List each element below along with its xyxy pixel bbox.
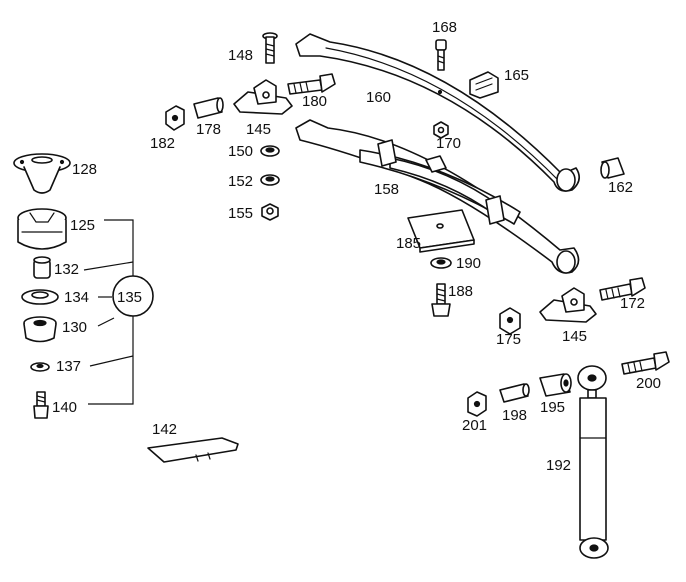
label-142: 142 — [152, 421, 177, 438]
label-155: 155 — [228, 205, 253, 222]
label-170: 170 — [436, 135, 461, 152]
part-168-bolt — [435, 39, 447, 71]
label-152: 152 — [228, 173, 253, 190]
label-195: 195 — [540, 399, 565, 416]
label-162: 162 — [608, 179, 633, 196]
part-labels: 128 125 132 134 135 130 137 140 142 148 … — [52, 19, 661, 474]
part-150-washer — [260, 145, 280, 157]
part-185-plate — [407, 209, 475, 253]
label-190: 190 — [456, 255, 481, 272]
part-132-sleeve — [33, 256, 51, 279]
label-128: 128 — [72, 161, 97, 178]
label-188: 188 — [448, 283, 473, 300]
part-175-nut — [499, 307, 521, 335]
label-201: 201 — [462, 417, 487, 434]
label-145b: 145 — [562, 328, 587, 345]
label-175: 175 — [496, 331, 521, 348]
label-135: 135 — [117, 289, 142, 306]
part-192-shock-absorber — [577, 365, 609, 559]
group-135-bracket — [83, 219, 154, 405]
part-178-sleeve — [193, 97, 224, 119]
label-168: 168 — [432, 19, 457, 36]
label-140: 140 — [52, 399, 77, 416]
label-180: 180 — [302, 93, 327, 110]
part-188-bolt — [431, 283, 451, 317]
label-192: 192 — [546, 457, 571, 474]
part-152-lock-washer — [260, 174, 280, 186]
part-142-cover — [147, 437, 239, 463]
label-148: 148 — [228, 47, 253, 64]
part-165-clip — [469, 71, 499, 99]
part-172-bolt — [599, 277, 646, 301]
part-155-nut — [261, 203, 279, 221]
label-158: 158 — [374, 181, 399, 198]
label-198: 198 — [502, 407, 527, 424]
part-160-upper-leaf-spring — [295, 33, 580, 192]
label-137: 137 — [56, 358, 81, 375]
label-182: 182 — [150, 135, 175, 152]
part-182-nut — [165, 105, 185, 131]
part-137-nut — [30, 362, 50, 372]
part-130-bush — [23, 316, 57, 343]
part-158-lower-leaf-spring — [295, 119, 580, 274]
part-201-nut — [467, 391, 487, 417]
part-148-bolt — [262, 32, 278, 64]
part-145a-bracket — [233, 79, 293, 115]
part-198-sleeve — [499, 383, 530, 403]
label-145a: 145 — [246, 121, 271, 138]
label-130: 130 — [62, 319, 87, 336]
part-140-bolt — [33, 391, 49, 419]
ring-135 — [112, 275, 154, 317]
label-160: 160 — [366, 89, 391, 106]
label-172: 172 — [620, 295, 645, 312]
label-132: 132 — [54, 261, 79, 278]
part-195-bush — [539, 373, 572, 397]
part-125-rubber-mount — [17, 208, 67, 250]
part-128-mount-cup — [13, 153, 71, 194]
label-134: 134 — [64, 289, 89, 306]
part-162-bush — [600, 157, 625, 179]
label-178: 178 — [196, 121, 221, 138]
label-150: 150 — [228, 143, 253, 160]
label-185: 185 — [396, 235, 421, 252]
part-170-nut — [433, 121, 449, 139]
label-165: 165 — [504, 67, 529, 84]
label-125: 125 — [70, 217, 95, 234]
part-180-bolt — [287, 73, 336, 95]
part-200-bolt — [621, 351, 670, 375]
part-190-washer — [430, 257, 452, 269]
part-145b-bracket — [539, 287, 597, 323]
part-134-washer — [21, 289, 59, 305]
label-200: 200 — [636, 375, 661, 392]
